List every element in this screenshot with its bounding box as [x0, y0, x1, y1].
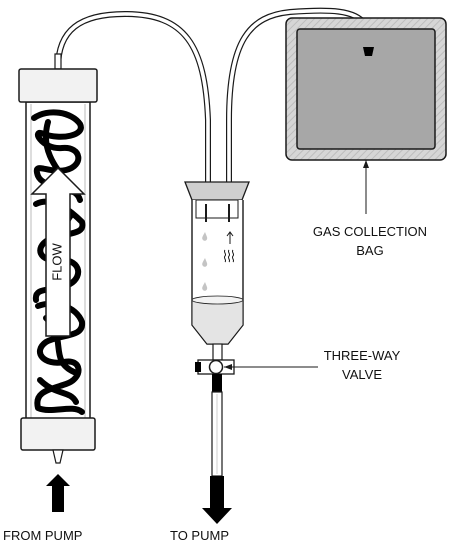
to-pump-label: TO PUMP	[170, 528, 229, 543]
flow-arrow: FLOW	[30, 166, 86, 337]
outlet-tube	[211, 391, 223, 477]
tubing	[55, 7, 371, 185]
settling-funnel	[184, 181, 250, 345]
gas-bag-callout: GAS COLLECTION BAG	[313, 160, 427, 258]
gas-bag-label-line2: BAG	[356, 243, 383, 258]
gas-bag-label-line1: GAS COLLECTION	[313, 224, 427, 239]
gas-collection-bag	[285, 17, 447, 161]
funnel-liquid	[191, 299, 244, 345]
valve-callout: THREE-WAY VALVE	[224, 348, 401, 382]
to-pump-arrow	[202, 476, 232, 524]
three-way-valve	[195, 343, 235, 392]
from-pump-arrow	[46, 474, 70, 512]
gas-rising-icon	[223, 231, 235, 263]
valve-label-line1: THREE-WAY	[324, 348, 401, 363]
bag-port	[363, 47, 374, 56]
column-top-cap	[18, 68, 98, 103]
column-bottom-cap	[20, 417, 96, 451]
packed-column: FLOW	[18, 53, 98, 464]
column-top-nipple	[54, 53, 62, 70]
from-pump-label: FROM PUMP	[3, 528, 82, 543]
funnel-stopper	[184, 181, 250, 201]
column-bottom-nipple	[52, 449, 64, 464]
valve-label-line2: VALVE	[342, 367, 382, 382]
valve-knob	[208, 359, 224, 375]
droplets	[202, 232, 208, 291]
flow-label: FLOW	[49, 242, 64, 280]
